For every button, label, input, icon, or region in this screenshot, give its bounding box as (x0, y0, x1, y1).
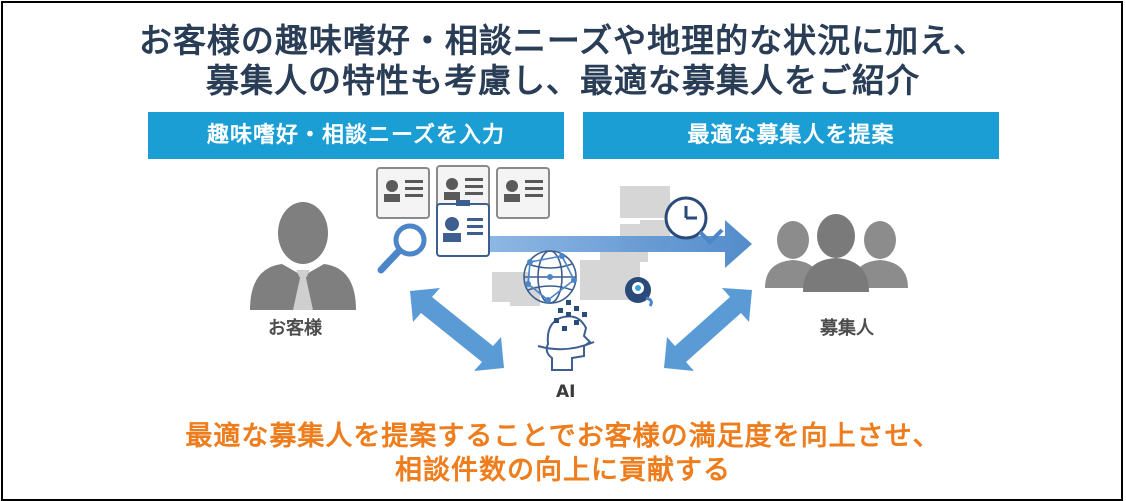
ai-label: AI (556, 382, 576, 402)
headline-line-2: 募集人の特性も考慮し、最適な募集人をご紹介 (206, 61, 920, 100)
matching-diagram: お客様 募集人 AI (0, 160, 1126, 410)
network-globe-icon (523, 250, 577, 304)
customer-label: お客様 (268, 318, 322, 339)
propose-recruiter-banner: 最適な募集人を提案 (583, 112, 999, 159)
conclusion-line-2: 相談件数の向上に貢献する (395, 455, 731, 486)
recruiter-label: 募集人 (820, 318, 874, 339)
clock-icon (664, 196, 724, 245)
customer-person-icon (250, 202, 356, 310)
magnifier-icon (377, 223, 427, 274)
customer-ai-arrow (410, 288, 504, 371)
recruiters-group-icon (765, 214, 908, 292)
location-pin-icon (625, 277, 653, 307)
conclusion-line-1: 最適な募集人を提案することでお客様の満足度を向上させ、 (185, 421, 941, 452)
diagram-graphics (250, 165, 908, 371)
flow-arrow (460, 220, 752, 268)
recruiter-ai-arrow (664, 288, 752, 371)
ai-head-icon (537, 300, 595, 371)
input-needs-banner: 趣味嗜好・相談ニーズを入力 (148, 112, 564, 159)
headline-line-1: お客様の趣味嗜好・相談ニーズや地理的な状況に加え、 (138, 21, 988, 60)
